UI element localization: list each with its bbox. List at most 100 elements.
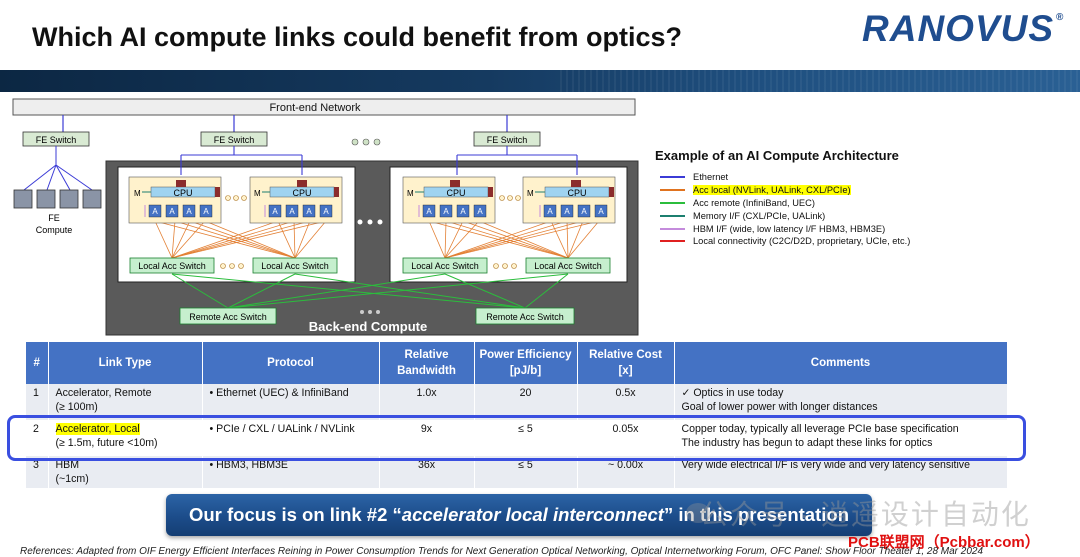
- svg-text:A: A: [169, 207, 175, 216]
- header-banner-pattern: [560, 70, 1080, 92]
- column-header-number: #: [26, 342, 49, 384]
- legend-label: Acc local (NVLink, UALink, CXL/PCIe): [693, 185, 851, 196]
- local-acc-switch: Local Acc Switch: [402, 257, 488, 274]
- memory-label: M: [134, 189, 141, 198]
- svg-text:A: A: [186, 207, 192, 216]
- legend-item: Ethernet: [660, 171, 910, 184]
- cell-power: ≤ 5: [474, 420, 578, 456]
- fe-switch-label: FE Switch: [214, 135, 255, 145]
- back-end-compute-label: Back-end Compute: [309, 319, 427, 334]
- svg-text:A: A: [547, 207, 553, 216]
- local-acc-switch: Local Acc Switch: [129, 257, 215, 274]
- column-header-protocol: Protocol: [202, 342, 380, 384]
- cell-cost: ~ 0.00x: [577, 456, 675, 488]
- table-row: 3 HBM(~1cm) • HBM3, HBM3E 36x ≤ 5 ~ 0.00…: [26, 456, 1008, 488]
- legend-item: Acc remote (InfiniBand, UEC): [660, 197, 910, 210]
- table-row: 1 Accelerator, Remote(≥ 100m) • Ethernet…: [26, 384, 1008, 420]
- cell-comments: Very wide electrical I/F is very wide an…: [674, 456, 1008, 488]
- svg-text:A: A: [323, 207, 329, 216]
- pcb-watermark: PCB联盟网（Pcbbar.com）: [848, 534, 1040, 551]
- local-acc-switch: Local Acc Switch: [525, 257, 611, 274]
- svg-text:A: A: [203, 207, 209, 216]
- ellipsis-dots: [357, 219, 383, 225]
- wechat-icon: [686, 503, 710, 523]
- legend-item: Local connectivity (C2C/D2D, proprietary…: [660, 235, 910, 248]
- accelerator-row: [148, 204, 608, 218]
- legend-label: Memory I/F (CXL/PCIe, UALink): [693, 210, 826, 221]
- ellipsis-dots: [351, 138, 381, 146]
- legend-swatch: [660, 214, 685, 217]
- ellipsis-dots: [360, 310, 380, 314]
- remote-acc-switch-label: Remote Acc Switch: [189, 312, 267, 322]
- legend-swatch: [660, 176, 685, 179]
- cell-number: 3: [26, 456, 49, 488]
- column-header-comments: Comments: [674, 342, 1008, 384]
- ai-compute-architecture-diagram: Front-end Network FE Switch FE Switch FE…: [12, 98, 639, 336]
- cell-link-type: Accelerator, Local(≥ 1.5m, future <10m): [48, 420, 203, 456]
- cell-link-type: Accelerator, Remote(≥ 100m): [48, 384, 203, 420]
- cpu-label: CPU: [446, 188, 465, 198]
- cell-power: 20: [474, 384, 578, 420]
- cell-bandwidth: 36x: [379, 456, 475, 488]
- local-acc-switch-label: Local Acc Switch: [411, 261, 479, 271]
- column-header-cost: Relative Cost[x]: [577, 342, 675, 384]
- cell-cost: 0.05x: [577, 420, 675, 456]
- fe-switch-middle: FE Switch: [200, 131, 268, 147]
- cell-comments: Copper today, typically all leverage PCI…: [674, 420, 1008, 456]
- fe-switch-left: FE Switch: [22, 131, 90, 147]
- svg-text:A: A: [443, 207, 449, 216]
- fe-compute-label: FE: [48, 213, 60, 223]
- front-end-network-label: Front-end Network: [269, 102, 361, 114]
- cell-number: 1: [26, 384, 49, 420]
- svg-text:A: A: [289, 207, 295, 216]
- references-footer: References: Adapted from OIF Energy Effi…: [20, 546, 984, 557]
- slide-title: Which AI compute links could benefit fro…: [32, 22, 683, 52]
- legend-item: Acc local (NVLink, UALink, CXL/PCIe): [660, 184, 910, 197]
- cell-bandwidth: 1.0x: [379, 384, 475, 420]
- fe-compute-nodes: [13, 189, 102, 209]
- memory-label: M: [407, 189, 414, 198]
- cell-link-type: HBM(~1cm): [48, 456, 203, 488]
- cell-number: 2: [26, 420, 49, 456]
- cell-protocol: • HBM3, HBM3E: [202, 456, 380, 488]
- focus-banner: Our focus is on link #2 “accelerator loc…: [166, 494, 872, 536]
- remote-acc-switch-label: Remote Acc Switch: [486, 312, 564, 322]
- legend-label: Ethernet: [693, 172, 729, 183]
- front-end-network-bar: [12, 98, 636, 116]
- cell-bandwidth: 9x: [379, 420, 475, 456]
- fe-compute-label: Compute: [36, 225, 73, 235]
- header-banner: [0, 70, 1080, 92]
- column-header-link-type: Link Type: [48, 342, 203, 384]
- cpu-label: CPU: [173, 188, 192, 198]
- local-acc-switch-label: Local Acc Switch: [261, 261, 329, 271]
- ellipsis-dots: [220, 195, 521, 269]
- legend-title: Example of an AI Compute Architecture: [655, 148, 899, 163]
- cpu-label: CPU: [292, 188, 311, 198]
- remote-acc-switch: Remote Acc Switch: [179, 307, 277, 325]
- cell-power: ≤ 5: [474, 456, 578, 488]
- cell-cost: 0.5x: [577, 384, 675, 420]
- legend-swatch: [660, 189, 685, 192]
- watermark: 公众号 · 逍遥设计自动化: [700, 499, 1031, 530]
- legend-swatch: [660, 227, 685, 230]
- legend-label: HBM I/F (wide, low latency I/F HBM3, HBM…: [693, 223, 886, 234]
- legend-item: HBM I/F (wide, low latency I/F HBM3, HBM…: [660, 222, 910, 235]
- svg-text:A: A: [460, 207, 466, 216]
- legend-label: Local connectivity (C2C/D2D, proprietary…: [693, 236, 911, 247]
- svg-text:A: A: [564, 207, 570, 216]
- fe-switch-label: FE Switch: [36, 135, 77, 145]
- ranovus-logo: RANOVUS®: [862, 8, 1065, 49]
- local-acc-switch: Local Acc Switch: [252, 257, 338, 274]
- memory-label: M: [527, 189, 534, 198]
- legend-label: Acc remote (InfiniBand, UEC): [693, 197, 815, 208]
- legend: Ethernet Acc local (NVLink, UALink, CXL/…: [660, 171, 910, 248]
- cell-protocol: • PCIe / CXL / UALink / NVLink: [202, 420, 380, 456]
- legend-item: Memory I/F (CXL/PCIe, UALink): [660, 209, 910, 222]
- memory-label: M: [254, 189, 261, 198]
- row-2-highlight-box: [7, 415, 1026, 461]
- svg-text:A: A: [426, 207, 432, 216]
